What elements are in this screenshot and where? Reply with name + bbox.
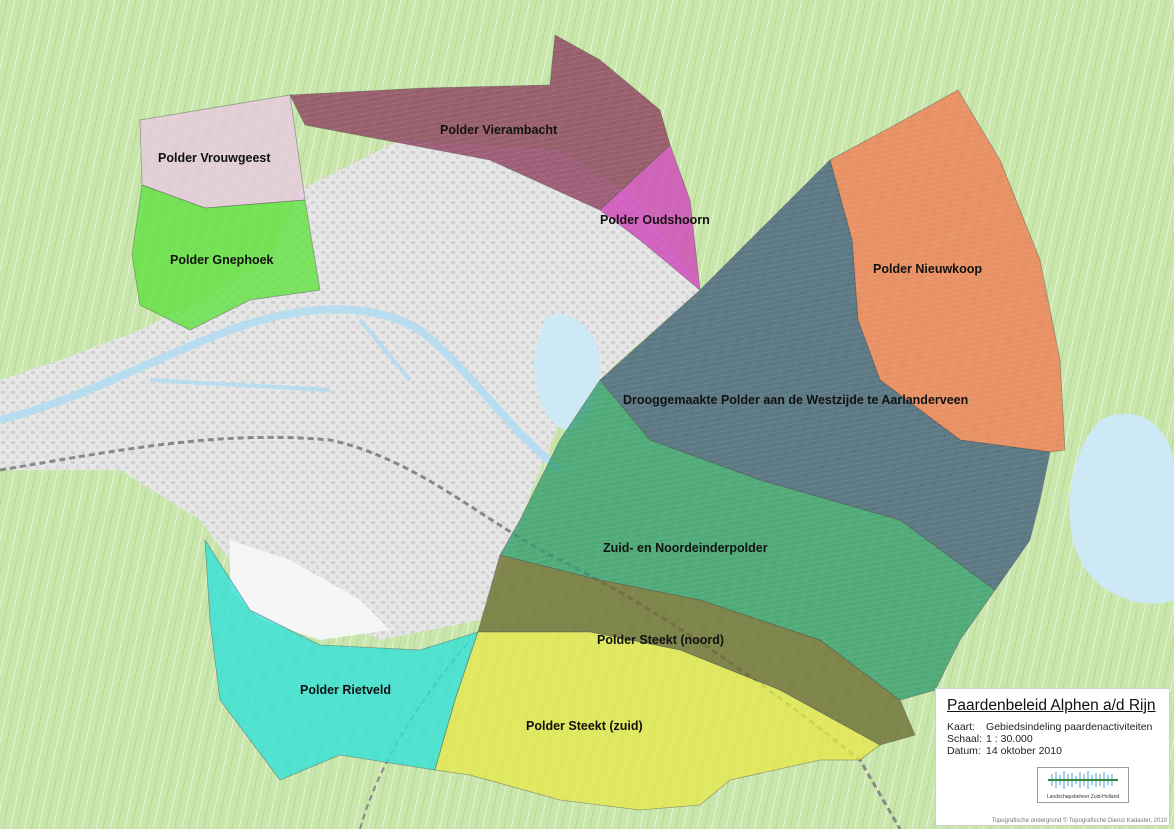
organization-logo: Landschapsbeheer Zuid-Holland <box>1037 767 1129 803</box>
label-zuidnoord: Zuid- en Noordeinderpolder <box>603 541 768 555</box>
zone-texture <box>140 35 1065 700</box>
town-area <box>0 140 700 640</box>
logo-graphic <box>1048 771 1118 789</box>
map-legend: Paardenbeleid Alphen a/d Rijn Kaart: Geb… <box>935 688 1170 826</box>
legend-value: Gebiedsindeling paardenactiviteiten <box>986 721 1153 733</box>
label-vrouwgeest: Polder Vrouwgeest <box>158 151 271 165</box>
label-steekt-noord: Polder Steekt (noord) <box>597 633 724 647</box>
zone-steekt-zuid[interactable] <box>434 631 881 811</box>
legend-value: 14 oktober 2010 <box>986 745 1062 757</box>
legend-key: Kaart: <box>947 721 976 733</box>
label-vierambacht: Polder Vierambacht <box>440 123 558 137</box>
logo-text: Landschapsbeheer Zuid-Holland <box>1046 794 1120 800</box>
label-nieuwkoop: Polder Nieuwkoop <box>873 262 982 276</box>
industrial-area <box>230 540 390 640</box>
lake <box>1069 413 1174 604</box>
label-rietveld: Polder Rietveld <box>300 683 391 697</box>
legend-title: Paardenbeleid Alphen a/d Rijn <box>947 697 1156 714</box>
label-gnephoek: Polder Gnephoek <box>170 253 274 267</box>
label-droog: Drooggemaakte Polder aan de Westzijde te… <box>623 393 968 407</box>
river <box>0 305 563 474</box>
label-steekt-zuid: Polder Steekt (zuid) <box>526 719 643 733</box>
legend-row: Schaal: 1 : 30.000 <box>947 733 1156 745</box>
label-oudshoorn: Polder Oudshoorn <box>600 213 710 227</box>
lake <box>534 314 601 430</box>
legend-info-table: Kaart: Gebiedsindeling paardenactiviteit… <box>947 721 1156 757</box>
legend-row: Datum: 14 oktober 2010 <box>947 745 1156 757</box>
legend-value: 1 : 30.000 <box>986 733 1033 745</box>
canal <box>149 318 412 392</box>
copyright-credit: Topografische ondergrond © Topografische… <box>991 818 1167 824</box>
legend-key: Datum: <box>947 745 981 757</box>
legend-row: Kaart: Gebiedsindeling paardenactiviteit… <box>947 721 1156 733</box>
legend-key: Schaal: <box>947 733 983 745</box>
